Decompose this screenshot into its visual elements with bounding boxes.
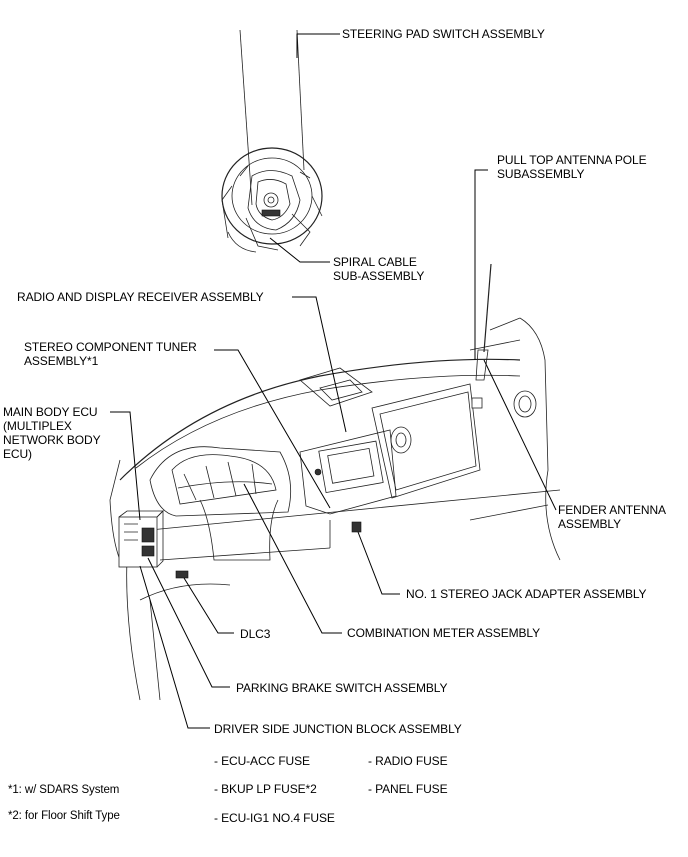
label-spiral-cable: SPIRAL CABLE SUB-ASSEMBLY xyxy=(333,255,425,283)
label-pull-top-antenna: PULL TOP ANTENNA POLE SUBASSEMBLY xyxy=(497,153,647,181)
fuse-bkup-lp: - BKUP LP FUSE*2 xyxy=(214,782,317,796)
fuse-radio: - RADIO FUSE xyxy=(368,754,448,768)
label-fender-antenna: FENDER ANTENNA ASSEMBLY xyxy=(558,503,666,531)
dashboard-illustration xyxy=(109,317,561,701)
leader-lines xyxy=(110,33,557,729)
label-radio-display-receiver: RADIO AND DISPLAY RECEIVER ASSEMBLY xyxy=(17,290,264,304)
fuse-ecu-ig1-no4: - ECU-IG1 NO.4 FUSE xyxy=(214,811,335,825)
label-driver-side-junction-block: DRIVER SIDE JUNCTION BLOCK ASSEMBLY xyxy=(214,722,462,736)
fuse-ecu-acc: - ECU-ACC FUSE xyxy=(214,754,310,768)
label-parking-brake-switch: PARKING BRAKE SWITCH ASSEMBLY xyxy=(236,681,448,695)
main-body-ecu-illustration xyxy=(118,510,164,568)
antenna-illustration xyxy=(471,263,492,409)
label-main-body-ecu: MAIN BODY ECU (MULTIPLEX NETWORK BODY EC… xyxy=(3,405,101,461)
steering-wheel-illustration xyxy=(221,29,323,253)
footnote-1: *1: w/ SDARS System xyxy=(8,784,120,796)
label-steering-pad-switch: STEERING PAD SWITCH ASSEMBLY xyxy=(342,27,545,41)
label-stereo-jack-adapter: NO. 1 STEREO JACK ADAPTER ASSEMBLY xyxy=(406,587,647,601)
footnote-2: *2: for Floor Shift Type xyxy=(8,810,120,822)
label-dlc3: DLC3 xyxy=(240,627,271,641)
label-stereo-component-tuner: STEREO COMPONENT TUNER ASSEMBLY*1 xyxy=(24,340,197,368)
label-combination-meter: COMBINATION METER ASSEMBLY xyxy=(347,626,540,640)
fuse-panel: - PANEL FUSE xyxy=(368,782,448,796)
